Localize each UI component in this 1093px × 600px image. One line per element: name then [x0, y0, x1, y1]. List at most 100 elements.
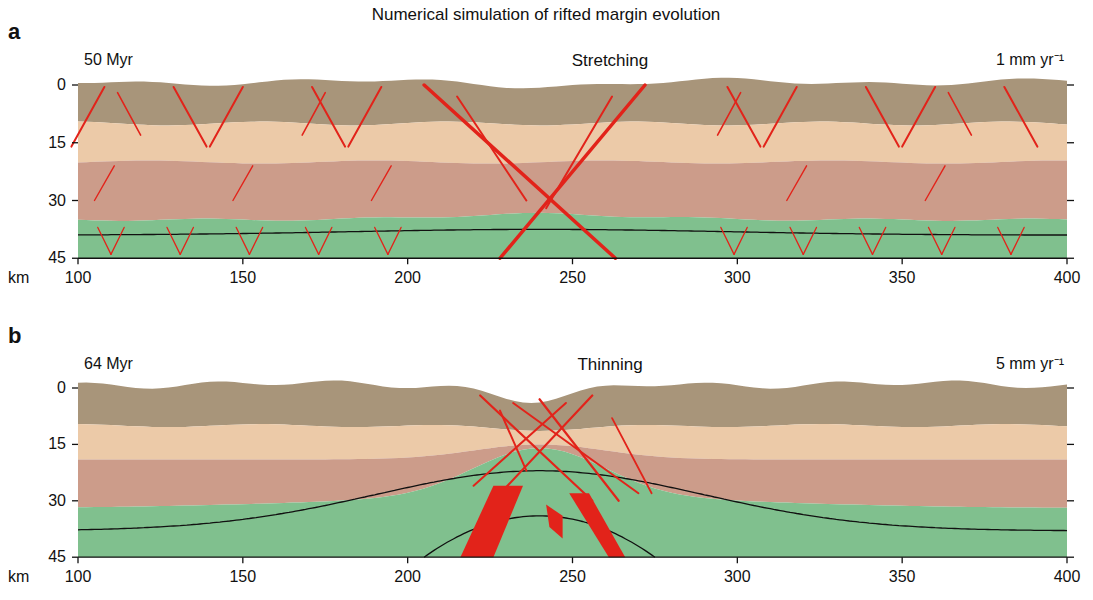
shear-zone — [872, 227, 885, 254]
distance-tick-label: 300 — [724, 270, 751, 286]
shear-zone — [375, 227, 388, 254]
shear-zone — [319, 227, 332, 254]
shear-zone — [180, 227, 193, 254]
depth-tick-label: 15 — [48, 436, 66, 452]
depth-tick-label: 45 — [48, 250, 66, 266]
axis-tick — [1066, 258, 1067, 264]
shear-zone — [457, 97, 526, 201]
shear-zone — [167, 227, 180, 254]
shear-zone — [98, 227, 111, 254]
axis-tick — [72, 142, 78, 143]
shear-zone — [94, 166, 114, 201]
axis-tick — [1067, 258, 1074, 259]
depth-tick-label: 0 — [57, 77, 66, 93]
isotherm-line — [78, 229, 1067, 235]
distance-tick-label: 350 — [889, 569, 916, 585]
axis-tick — [902, 557, 903, 563]
rock-layer — [78, 122, 1067, 164]
rate-label: 1 mm yr⁻¹ — [996, 52, 1064, 68]
shear-zone — [111, 227, 124, 254]
shear-zone — [305, 227, 318, 254]
axis-tick — [902, 258, 903, 264]
shear-zone — [764, 87, 797, 147]
axis-tick — [407, 258, 408, 264]
axis-unit: km — [8, 270, 29, 286]
shear-zone — [546, 97, 612, 209]
axis-tick — [1067, 84, 1074, 85]
depth-tick-label: 45 — [48, 549, 66, 565]
shear-zone — [236, 227, 249, 254]
axis-tick — [737, 557, 738, 563]
axis-tick — [407, 557, 408, 563]
axis-tick — [1067, 500, 1074, 501]
axis-tick — [572, 557, 573, 563]
axis-tick — [1067, 557, 1074, 558]
shear-zone — [71, 87, 104, 147]
shear-zone — [787, 166, 807, 201]
shear-zone — [1011, 227, 1024, 254]
shear-zone — [734, 227, 747, 254]
distance-tick-label: 400 — [1054, 270, 1081, 286]
distance-tick-label: 100 — [65, 569, 92, 585]
time-label: 64 Myr — [84, 356, 133, 372]
shear-zone — [727, 87, 760, 147]
shear-zone — [500, 411, 526, 471]
axis-tick — [72, 444, 78, 445]
axis-tick — [72, 500, 78, 501]
distance-tick-label: 250 — [559, 270, 586, 286]
shear-zone — [902, 87, 935, 147]
depth-tick-label: 30 — [48, 493, 66, 509]
rate-label: 5 mm yr⁻¹ — [996, 356, 1064, 372]
rock-layer — [78, 448, 1067, 557]
axis-tick — [72, 200, 78, 201]
shear-zone — [1004, 87, 1037, 147]
shear-zone — [460, 486, 523, 557]
panel-letter: b — [8, 325, 21, 347]
shear-zone — [866, 87, 899, 147]
axis-tick — [72, 84, 78, 85]
axis-tick — [1066, 557, 1067, 563]
shear-zone — [721, 227, 734, 254]
axis-tick — [1067, 200, 1074, 201]
isotherm-line — [78, 471, 1067, 531]
shear-zone — [312, 87, 345, 147]
axis-tick — [72, 557, 78, 558]
shear-zone — [948, 93, 971, 135]
axis-tick — [1067, 387, 1074, 388]
shear-zone — [233, 166, 253, 201]
shear-zone — [513, 403, 638, 493]
axis-tick — [1067, 444, 1074, 445]
axis-tick — [72, 387, 78, 388]
shear-zone — [998, 227, 1011, 254]
distance-tick-label: 150 — [229, 270, 256, 286]
shear-zone — [348, 87, 381, 147]
shear-zone — [718, 93, 741, 135]
axis-tick — [1067, 142, 1074, 143]
panel-letter: a — [8, 21, 20, 43]
shear-zone — [546, 505, 563, 539]
distance-tick-label: 300 — [724, 569, 751, 585]
shear-zone — [859, 227, 872, 254]
shear-zone — [210, 87, 243, 147]
axis-tick — [242, 557, 243, 563]
axis-tick — [77, 557, 78, 563]
axis-tick — [737, 258, 738, 264]
distance-tick-label: 200 — [394, 569, 421, 585]
axis-tick — [242, 258, 243, 264]
distance-tick-label: 150 — [229, 569, 256, 585]
figure-title: Numerical simulation of rifted margin ev… — [372, 6, 721, 23]
axis-tick — [572, 258, 573, 264]
shear-zone — [371, 166, 391, 201]
shear-zone — [388, 227, 401, 254]
depth-tick-label: 30 — [48, 193, 66, 209]
rock-layer — [78, 380, 1067, 431]
shear-zone — [803, 227, 816, 254]
shear-zone — [612, 418, 652, 493]
shear-zone — [500, 85, 645, 258]
axis-tick — [72, 258, 78, 259]
axis-unit: km — [8, 569, 29, 585]
shear-zone — [249, 227, 262, 254]
phase-label: Stretching — [572, 52, 649, 69]
axis-tick — [77, 258, 78, 264]
